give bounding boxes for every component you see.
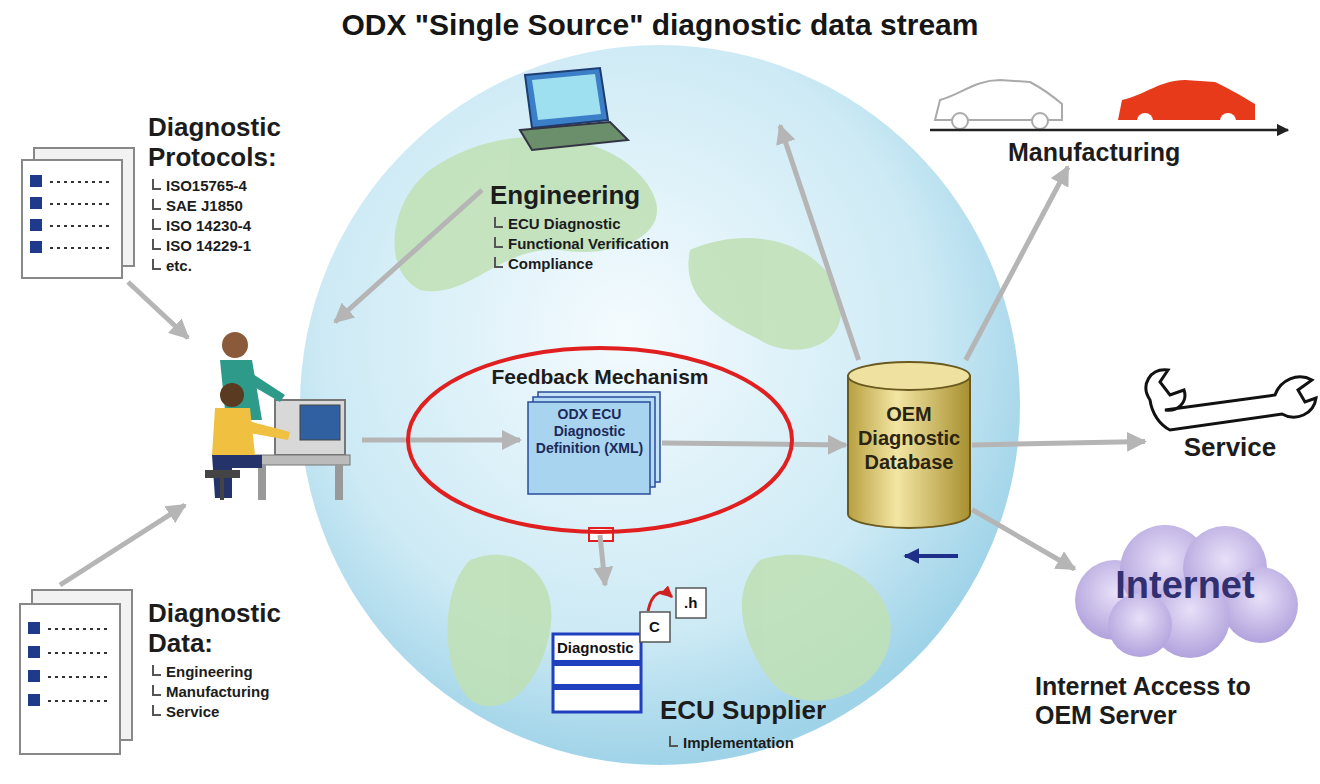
node-text: Manufacturing [148, 682, 333, 702]
document-icon [20, 590, 132, 754]
icon-label: .h [684, 594, 697, 612]
node-text: Functional Verification [490, 234, 780, 254]
node-heading: Feedback Mechanism [405, 345, 795, 389]
node-text: ISO 14230-4 [148, 216, 333, 236]
service-label: Service [1145, 368, 1315, 466]
diagnostic-data-list: Diagnostic Data: EngineeringManufacturing… [148, 598, 333, 722]
node-heading: Diagnostic Data: [148, 598, 333, 658]
node-text: etc. [148, 256, 333, 276]
icon-label: C [649, 618, 660, 636]
wrench-icon [1146, 370, 1316, 430]
node-heading: Service [1145, 432, 1315, 462]
node-text: Implementation [665, 733, 873, 753]
node-heading: OEM Diagnostic Database [846, 360, 972, 474]
feedback-mechanism: Feedback MechanismODX ECU Diagnostic Def… [405, 345, 795, 535]
globe [300, 45, 1020, 765]
node-heading: ODX ECU Diagnostic Definition (XML) [531, 406, 648, 457]
flow-arrow [780, 126, 859, 360]
node-text: ISO15765-4 [148, 176, 333, 196]
flow-arrow [600, 535, 605, 585]
flow-arrows [60, 190, 520, 585]
oem-database: OEM Diagnostic Database [846, 360, 972, 530]
flow-arrow [972, 510, 1075, 569]
node-text: Internet Access to OEM Server [1035, 672, 1295, 730]
node-text: ISO 14229-1 [148, 236, 333, 256]
document-icon [22, 148, 134, 278]
diagram-title: ODX "Single Source" diagnostic data stre… [0, 8, 1320, 42]
node-text: Engineering [148, 662, 333, 682]
flow-arrow [966, 167, 1068, 360]
icon-label: Diagnostic [557, 639, 634, 657]
odx-definition: ODX ECU Diagnostic Definition (XML) [527, 391, 662, 495]
flow-arrow [662, 443, 846, 445]
node-text: ECU Diagnostic [490, 214, 780, 234]
node-heading: ECU Supplier [660, 695, 865, 725]
node-heading: Internet [1070, 520, 1300, 607]
protocols-list: Diagnostic Protocols: ISO15765-4SAE J1850… [148, 112, 333, 276]
people-icon [205, 332, 350, 500]
ecu-supplier: ECU SupplierImplementation [545, 585, 879, 775]
ecu-code-icon [553, 588, 706, 712]
continents [395, 137, 891, 707]
node-text: Service [148, 702, 333, 722]
car-icon [930, 80, 1288, 130]
flow-arrow [972, 442, 1145, 446]
return-arrow [905, 554, 958, 558]
internet-cloud: InternetInternet Access to OEM Server [1070, 520, 1300, 660]
engineering-block: EngineeringECU DiagnosticFunctional Veri… [490, 62, 780, 274]
node-heading: Diagnostic Protocols: [148, 112, 333, 172]
node-text: SAE J1850 [148, 196, 333, 216]
node-heading: Engineering [490, 180, 780, 210]
manufacturing-label: Manufacturing [1008, 138, 1248, 167]
node-text: Compliance [490, 254, 780, 274]
node-heading: Manufacturing [1008, 138, 1248, 167]
laptop-icon [520, 68, 628, 150]
